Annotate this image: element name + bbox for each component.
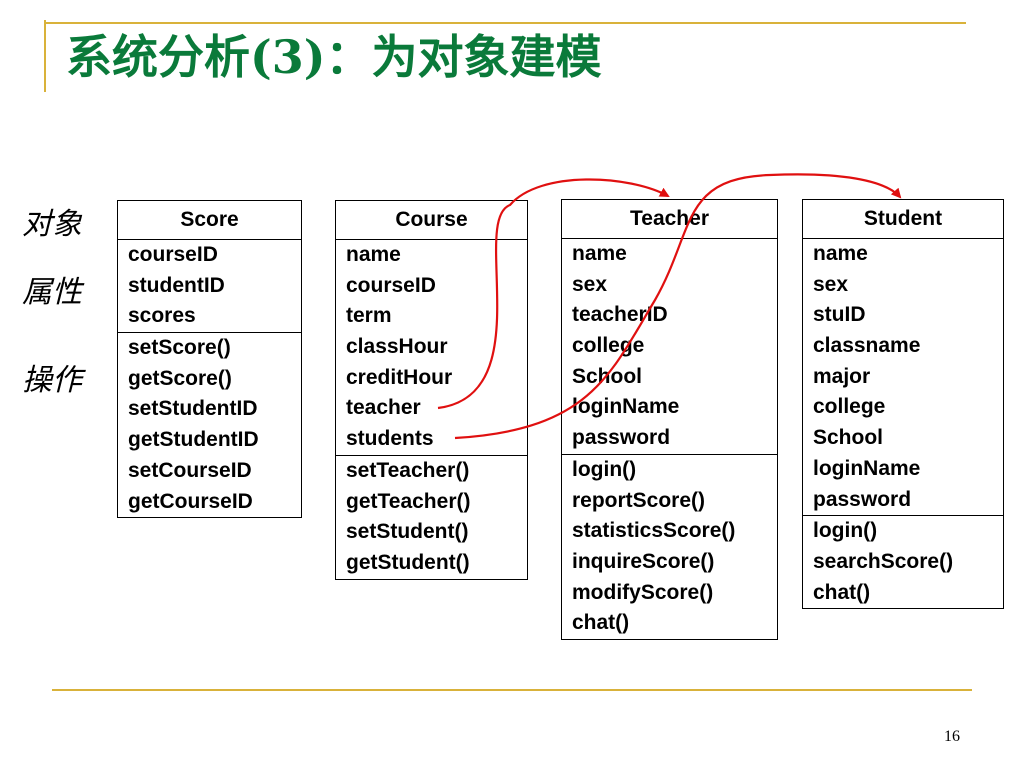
- attributes-section: courseID studentID scores: [118, 240, 301, 334]
- label-object: 对象: [22, 207, 82, 242]
- operation: inquireScore(): [572, 549, 715, 573]
- class-box-student: Student name sex stuID classname major c…: [802, 199, 1004, 610]
- attribute: name: [813, 242, 868, 265]
- class-name: Student: [803, 200, 1003, 239]
- attribute: loginName: [813, 456, 921, 480]
- operation: getScore(): [128, 366, 232, 390]
- operation: getStudentID: [128, 428, 259, 452]
- class-name: Teacher: [562, 200, 777, 239]
- accent-line-top: [44, 22, 966, 24]
- label-attributes: 属性: [22, 275, 82, 310]
- attribute: stuID: [813, 303, 866, 327]
- operation: setScore(): [128, 336, 231, 360]
- operations-section: setTeacher() getTeacher() setStudent() g…: [336, 456, 527, 579]
- operation: searchScore(): [813, 549, 954, 573]
- class-box-teacher: Teacher name sex teacherID college Schoo…: [561, 199, 778, 640]
- class-name: Course: [336, 201, 527, 240]
- attribute: classname: [813, 334, 921, 358]
- accent-bar-vertical: [44, 20, 46, 92]
- operation: modifyScore(): [572, 580, 714, 604]
- attribute: students: [346, 427, 434, 451]
- operation: setStudent(): [346, 520, 469, 544]
- attribute: creditHour: [346, 365, 453, 389]
- attributes-section: name sex teacherID college School loginN…: [562, 239, 777, 455]
- attribute: teacher: [346, 396, 421, 420]
- operations-section: login() reportScore() statisticsScore() …: [562, 455, 777, 639]
- attribute: studentID: [128, 273, 225, 297]
- attribute: School: [813, 426, 884, 450]
- attribute: name: [572, 242, 627, 265]
- page-number: 16: [944, 728, 960, 745]
- attribute: courseID: [346, 273, 436, 297]
- attribute: loginName: [572, 395, 680, 419]
- attribute: School: [572, 364, 643, 388]
- operation: getCourseID: [128, 489, 253, 513]
- attribute: name: [346, 243, 401, 266]
- attributes-section: name sex stuID classname major college S…: [803, 239, 1003, 517]
- operations-section: setScore() getScore() setStudentID getSt…: [118, 333, 301, 517]
- operation: setStudentID: [128, 397, 258, 421]
- attribute: college: [572, 334, 645, 358]
- label-operations: 操作: [22, 363, 82, 398]
- operation: getStudent(): [346, 550, 470, 574]
- attribute: password: [572, 426, 671, 450]
- attribute: sex: [813, 272, 849, 296]
- operations-section: login() searchScore() chat(): [803, 516, 1003, 608]
- attribute: courseID: [128, 243, 218, 266]
- attribute: sex: [572, 272, 608, 296]
- attribute: major: [813, 364, 871, 388]
- attributes-section: name courseID term classHour creditHour …: [336, 240, 527, 456]
- class-box-course: Course name courseID term classHour cred…: [335, 200, 528, 580]
- operation: login(): [572, 457, 637, 481]
- operation: login(): [813, 519, 878, 543]
- accent-line-bottom: [52, 689, 972, 691]
- attribute: classHour: [346, 335, 448, 359]
- attribute: password: [813, 487, 912, 511]
- attribute: scores: [128, 304, 196, 328]
- attribute: teacherID: [572, 303, 668, 327]
- operation: chat(): [572, 611, 630, 635]
- operation: setTeacher(): [346, 458, 470, 482]
- operation: statisticsScore(): [572, 519, 736, 543]
- operation: chat(): [813, 580, 871, 604]
- operation: reportScore(): [572, 488, 706, 512]
- attribute: term: [346, 304, 392, 328]
- operation: setCourseID: [128, 458, 252, 482]
- attribute: college: [813, 395, 886, 419]
- slide-title: 系统分析(3)：为对象建模: [66, 30, 602, 84]
- operation: getTeacher(): [346, 489, 471, 513]
- class-name: Score: [118, 201, 301, 240]
- class-box-score: Score courseID studentID scores setScore…: [117, 200, 302, 519]
